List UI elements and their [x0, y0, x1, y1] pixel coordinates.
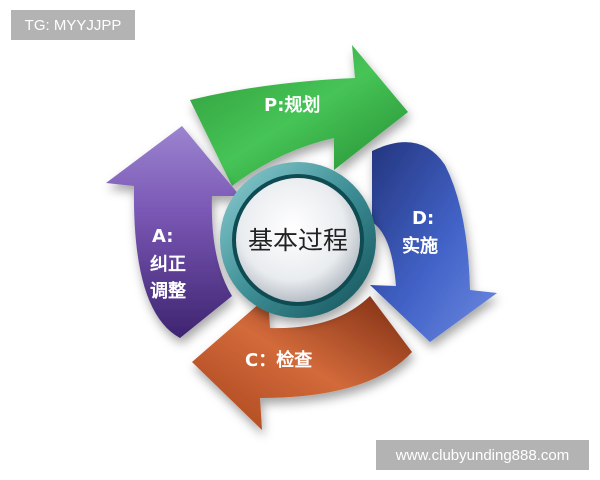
- act-arrow: [106, 126, 240, 338]
- check-arrow: [192, 296, 412, 430]
- act-label-line3: 调整: [150, 280, 186, 302]
- do-arrow: [370, 142, 497, 342]
- act-label-line1: A:: [152, 226, 173, 247]
- plan-label: P:规划: [264, 94, 320, 116]
- center-hub: [220, 162, 376, 318]
- check-label: C：检查: [245, 349, 312, 371]
- act-label-line2: 纠正: [150, 254, 186, 275]
- do-label-line2: 实施: [402, 235, 438, 257]
- do-label-line1: D:: [412, 208, 434, 229]
- watermark-bottom-right: www.clubyunding888.com: [376, 440, 589, 470]
- center-label: 基本过程: [248, 226, 348, 255]
- watermark-top-left: TG: MYYJJPP: [11, 10, 135, 40]
- plan-arrow: [190, 45, 408, 186]
